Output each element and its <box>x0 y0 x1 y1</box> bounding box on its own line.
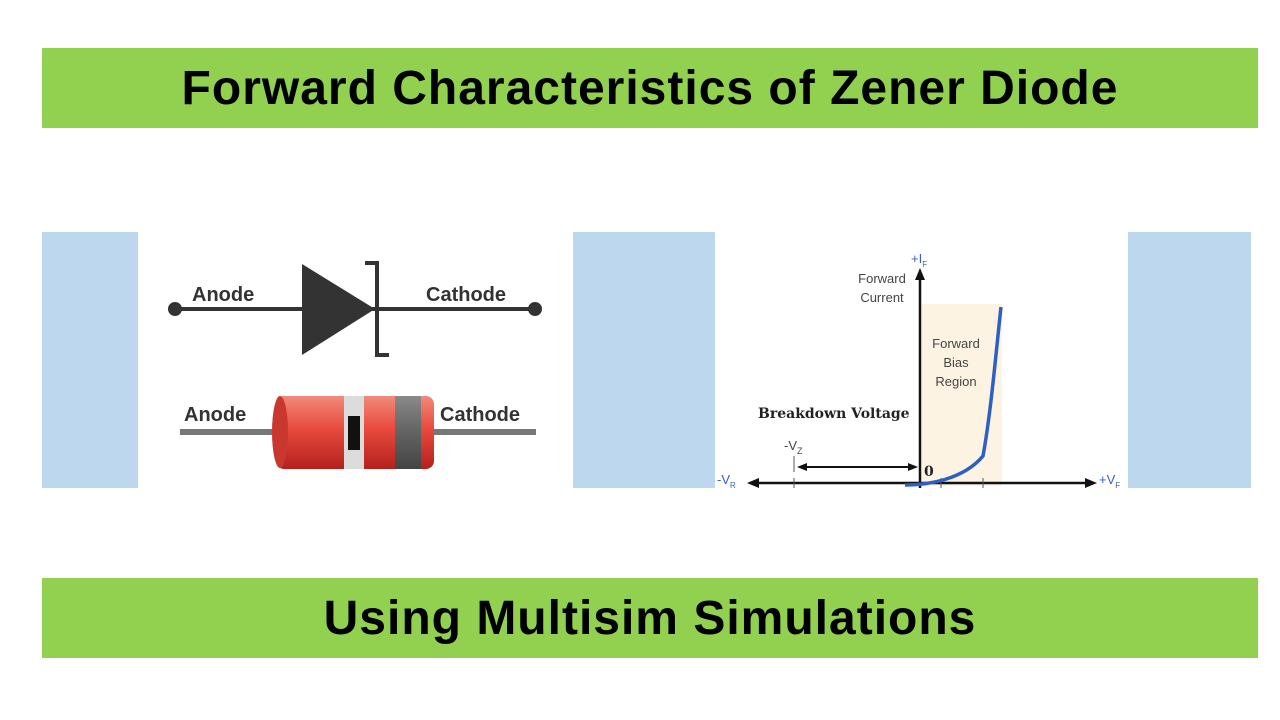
forward-curve <box>904 306 1003 487</box>
center-panel <box>573 232 715 488</box>
component-cathode-label: Cathode <box>440 404 520 426</box>
cathode-band <box>395 396 421 469</box>
y-axis-label: +IF <box>911 251 927 269</box>
forward-current-caption-line1: Forward <box>858 271 906 286</box>
forward-bias-region <box>922 304 1002 486</box>
page-title: Forward Characteristics of Zener Diode <box>181 61 1119 115</box>
x-axis-left-arrow <box>747 478 759 488</box>
zener-bar-icon <box>365 261 389 357</box>
neg-x-axis-label: -VR <box>717 472 736 490</box>
page-subtitle: Using Multisim Simulations <box>323 591 977 645</box>
vz-label: -VZ <box>784 438 803 456</box>
region-label-line2: Bias <box>943 355 969 370</box>
subtitle-banner: Using Multisim Simulations <box>42 578 1258 658</box>
diode-component-diagram: Anode Cathode <box>180 396 536 469</box>
left-panel <box>42 232 138 488</box>
symbol-cathode-label: Cathode <box>426 284 506 306</box>
cathode-terminal <box>528 302 542 316</box>
diode-symbol-diagram: Anode Cathode <box>168 261 542 357</box>
forward-current-caption-line2: Current <box>860 290 904 305</box>
pos-x-axis-label: +VF <box>1099 472 1120 490</box>
symbol-anode-label: Anode <box>192 284 254 306</box>
vz-arrow-right <box>908 463 918 471</box>
diode-triangle-icon <box>302 264 375 355</box>
title-banner: Forward Characteristics of Zener Diode <box>42 48 1258 128</box>
component-end-cap <box>272 396 288 468</box>
region-label-line3: Region <box>935 374 976 389</box>
y-axis-arrow <box>915 268 925 280</box>
component-black-band <box>348 416 360 450</box>
x-axis-right-arrow <box>1085 478 1097 488</box>
vz-arrow-left <box>797 463 807 471</box>
forward-characteristic-graph: +IF Forward Current Forward Bias Region … <box>715 232 1128 490</box>
breakdown-voltage-label: Breakdown Voltage <box>758 406 910 422</box>
component-anode-label: Anode <box>184 404 246 426</box>
anode-terminal <box>168 302 182 316</box>
right-panel <box>1128 232 1251 488</box>
origin-label: 0 <box>924 464 934 480</box>
region-label-line1: Forward <box>932 336 980 351</box>
